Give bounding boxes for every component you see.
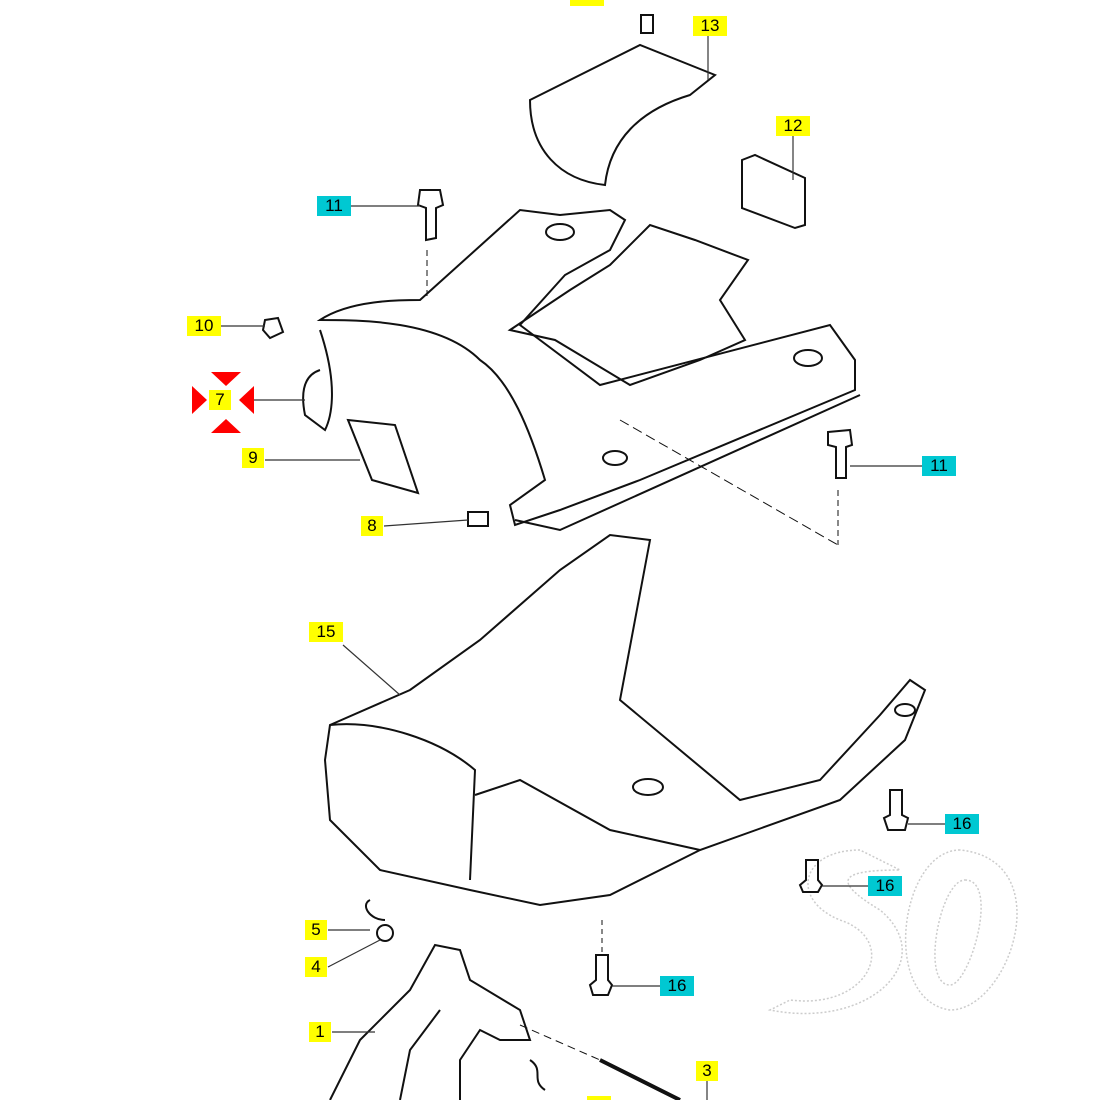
callout-5[interactable]: 5 [305,920,327,940]
callout-4[interactable]: 4 [305,957,327,977]
selection-marker [192,372,254,433]
callout-bottom-partial[interactable] [587,1096,611,1100]
callout-8[interactable]: 8 [361,516,383,536]
callout-3[interactable]: 3 [696,1061,718,1081]
callout-top-partial[interactable] [570,0,604,6]
part-9-plate [346,418,420,495]
part-15-cover [323,533,927,907]
callout-1[interactable]: 1 [309,1022,331,1042]
callout-10[interactable]: 10 [187,316,221,336]
part-12-pad [741,153,806,230]
part-7-body [316,208,856,527]
part-13-cover [528,43,717,187]
callout-7[interactable]: 7 [209,390,231,410]
callout-9[interactable]: 9 [242,448,264,468]
callout-16[interactable]: 16 [868,876,902,896]
callout-12[interactable]: 12 [776,116,810,136]
callout-11[interactable]: 11 [317,196,351,216]
watermark-logo [767,849,1018,1015]
part-1-stand [329,943,532,1100]
callout-13[interactable]: 13 [693,16,727,36]
callout-16[interactable]: 16 [660,976,694,996]
callout-15[interactable]: 15 [309,622,343,642]
callout-16[interactable]: 16 [945,814,979,834]
callout-11[interactable]: 11 [922,456,956,476]
